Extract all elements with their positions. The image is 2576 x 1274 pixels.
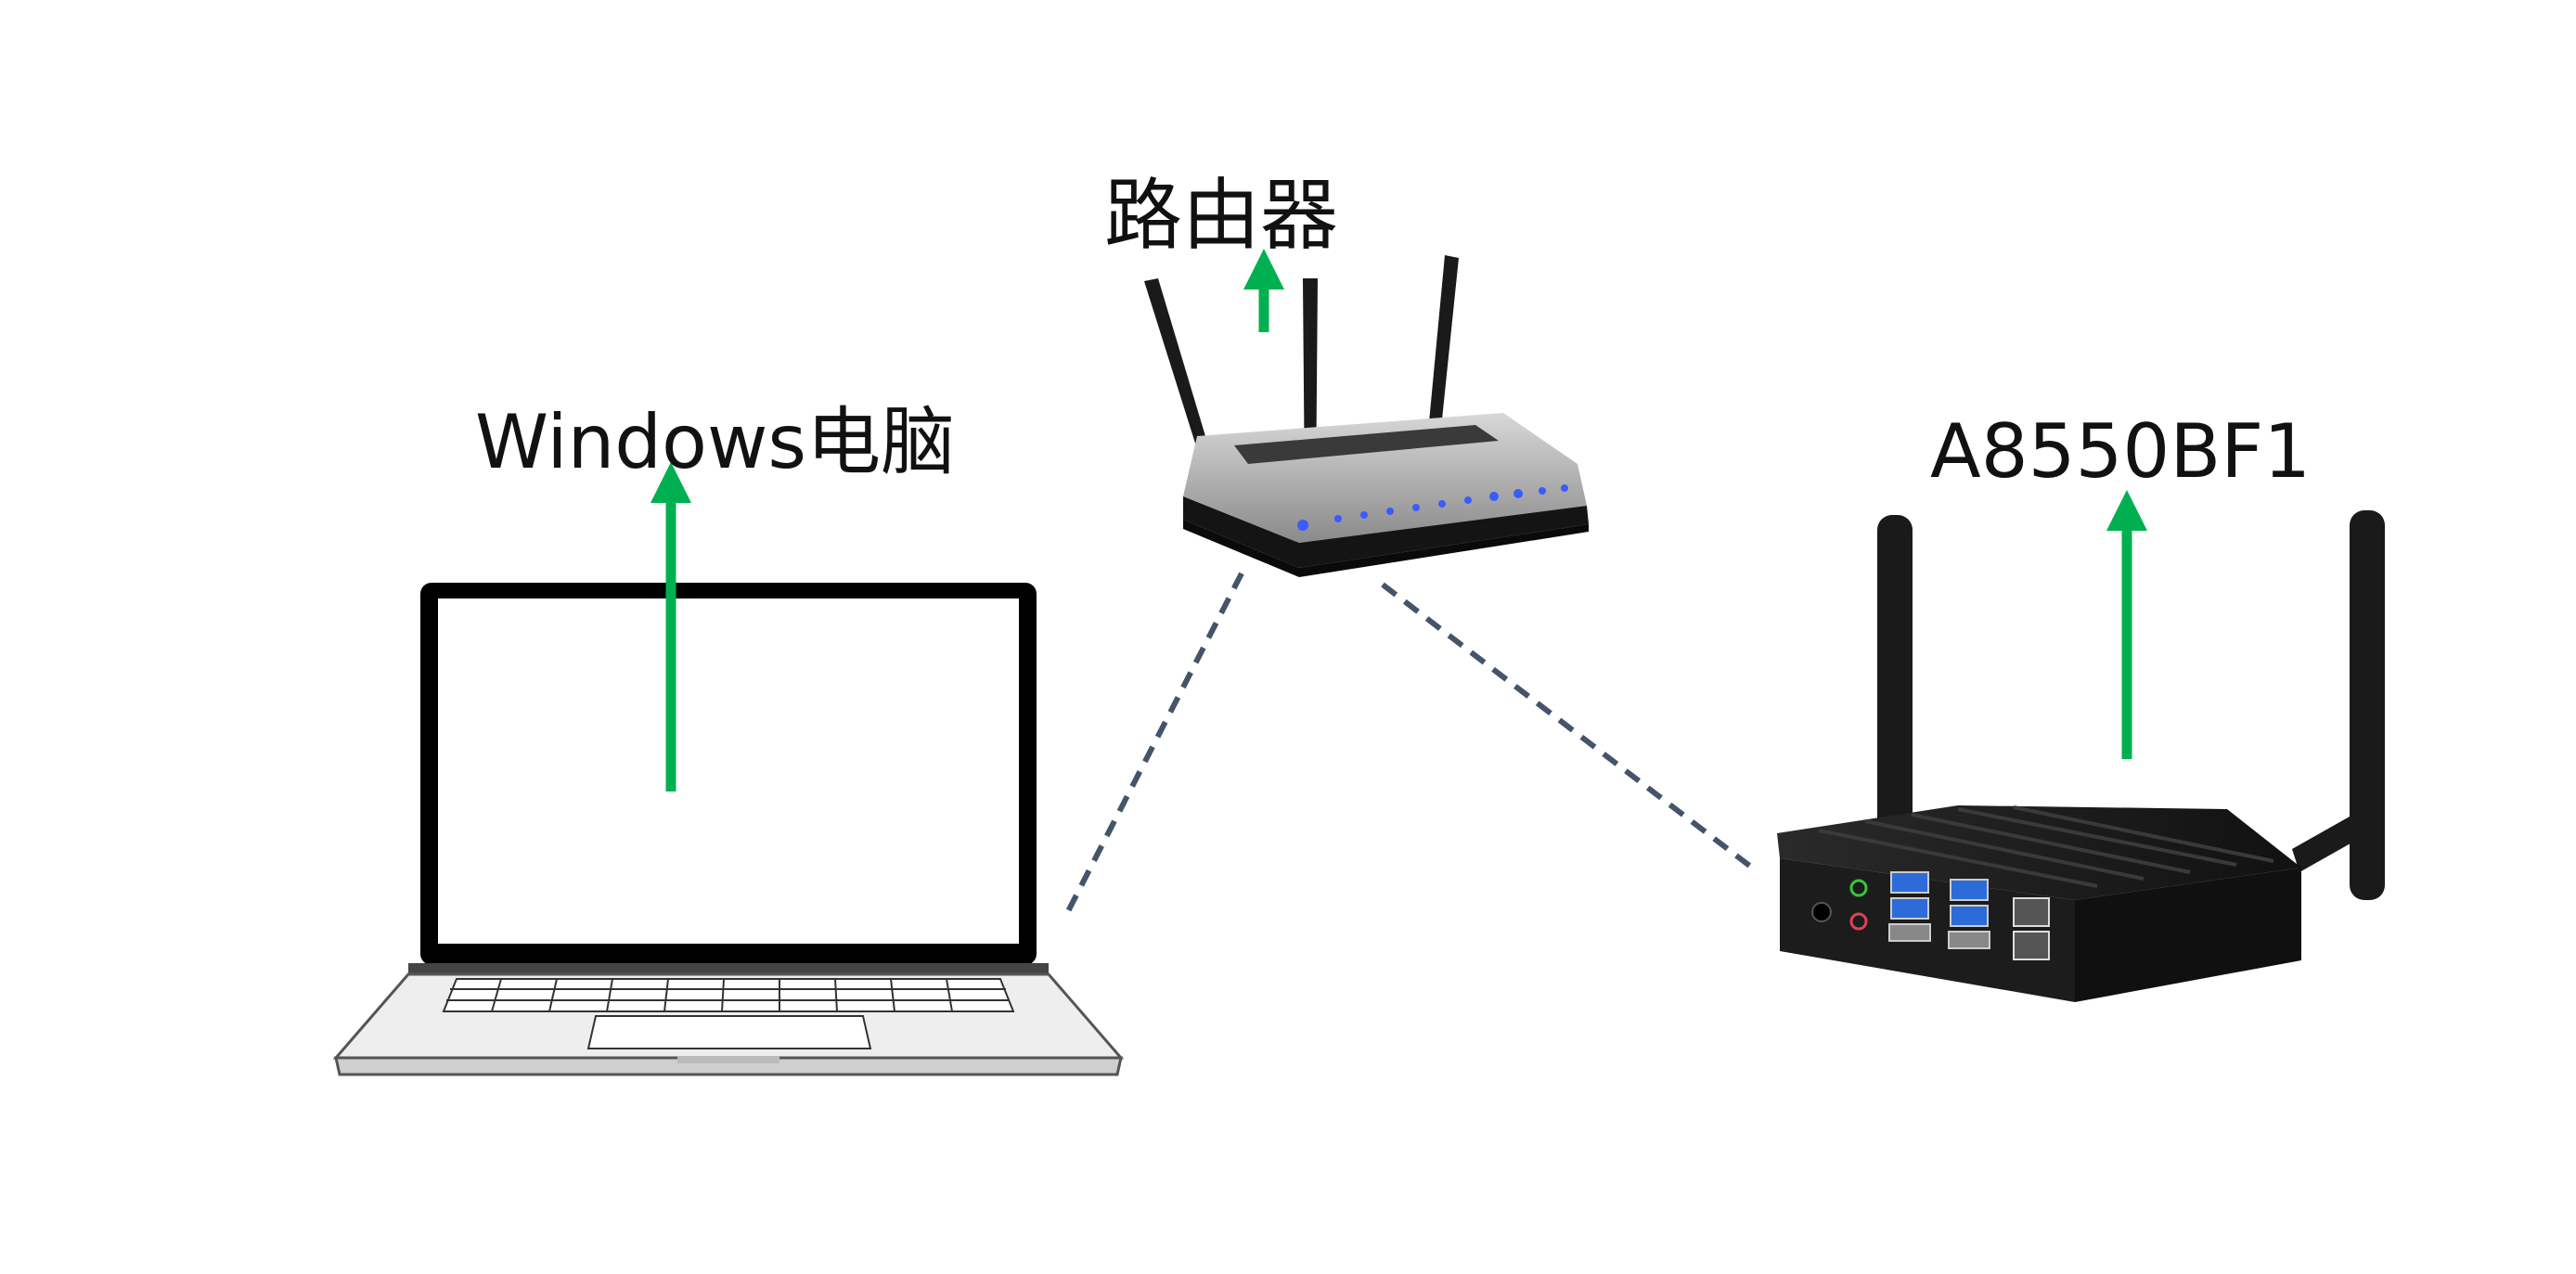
router-icon bbox=[1144, 255, 1589, 577]
link-router-laptop bbox=[1063, 572, 1244, 919]
device-label: A8550BF1 bbox=[1930, 408, 2312, 495]
router-label: 路由器 bbox=[1104, 170, 1339, 261]
windows-pc-label: Windows电脑 bbox=[475, 399, 956, 485]
mini-pc-icon bbox=[1777, 510, 2385, 1002]
laptop-icon bbox=[332, 583, 1125, 1076]
link-router-device bbox=[1381, 582, 1754, 870]
